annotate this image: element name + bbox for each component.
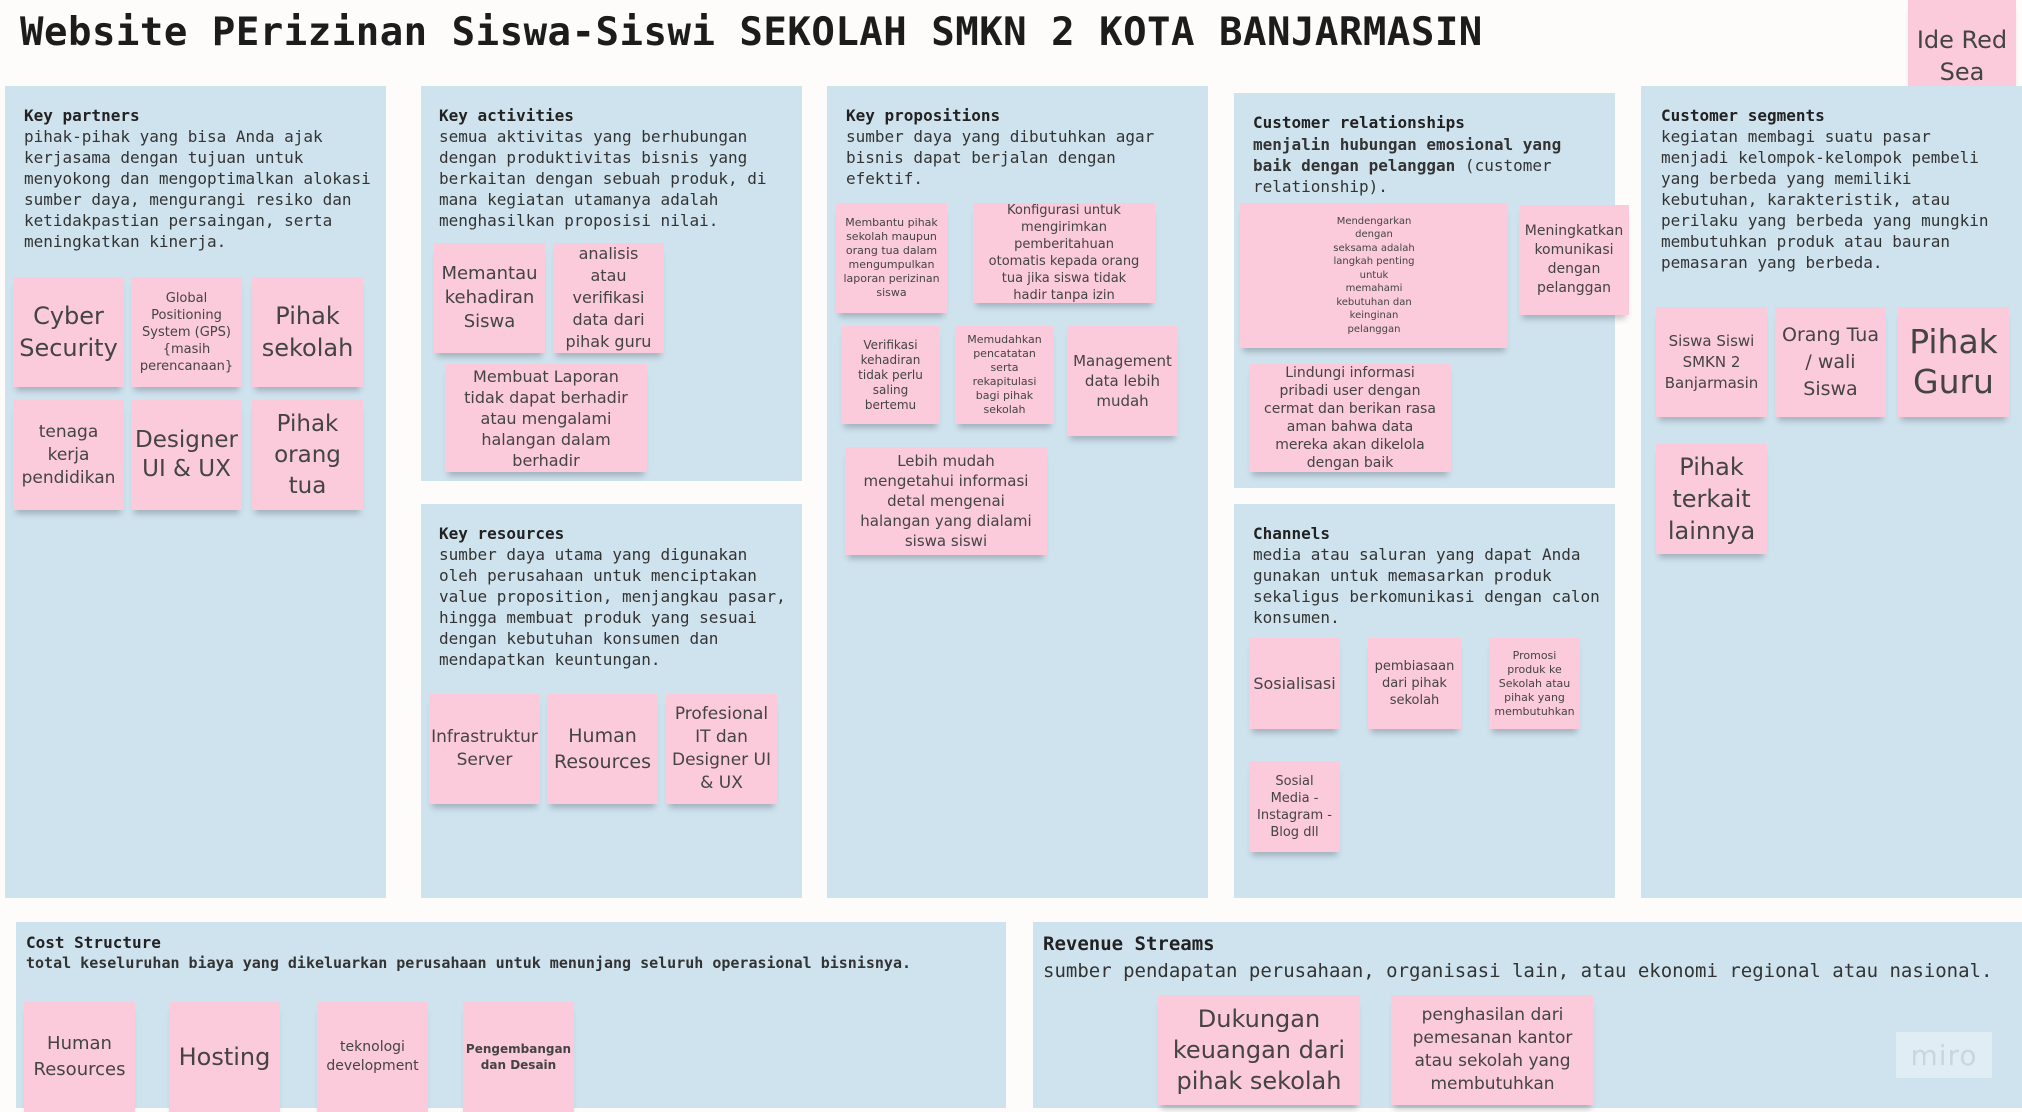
key-partners-title: Key partners bbox=[24, 106, 140, 125]
sticky-note[interactable]: Pihak Guru bbox=[1898, 307, 2009, 417]
sticky-note-text: Pihak Guru bbox=[1909, 322, 1998, 401]
sticky-note-text: Cyber Security bbox=[19, 302, 118, 362]
sticky-note-text: Membuat Laporan tidak dapat berhadir ata… bbox=[464, 366, 628, 470]
sticky-note[interactable]: Infrastruktur Server bbox=[429, 694, 540, 804]
sticky-note-text: Memudahkan pencatatan serta rekapitulasi… bbox=[967, 333, 1042, 416]
sticky-note-text: Mendengarkan dengan seksama adalah langk… bbox=[1333, 215, 1415, 335]
cost-structure-description: total keseluruhan biaya yang dikeluarkan… bbox=[26, 954, 912, 972]
key-resources-title: Key resources bbox=[439, 524, 565, 543]
sticky-note[interactable]: analisis atau verifikasi data dari pihak… bbox=[553, 243, 664, 353]
sticky-note-text: Dukungan keuangan dari pihak sekolah bbox=[1172, 1004, 1346, 1095]
sticky-note[interactable]: Global Positioning System (GPS) {masih p… bbox=[131, 277, 242, 387]
sticky-note[interactable]: Dukungan keuangan dari pihak sekolah bbox=[1158, 995, 1360, 1105]
sticky-note[interactable]: Human Resources bbox=[24, 1002, 135, 1112]
customer-segments-description: kegiatan membagi suatu pasar menjadi kel… bbox=[1661, 127, 1989, 272]
sticky-note-text: penghasilan dari pemesanan kantor atau s… bbox=[1412, 1005, 1573, 1094]
sticky-note-text: Pihak orang tua bbox=[274, 410, 341, 499]
sticky-note-text: Verifikasi kehadiran tidak perlu saling … bbox=[858, 337, 923, 412]
revenue-streams-title: Revenue Streams bbox=[1043, 933, 1215, 955]
sticky-note[interactable]: Pihak orang tua bbox=[252, 400, 363, 510]
sticky-note[interactable]: teknologi development bbox=[317, 1002, 428, 1112]
sticky-note-text: Lindungi informasi pribadi user dengan c… bbox=[1264, 365, 1436, 471]
sticky-note-text: Management data lebih mudah bbox=[1073, 352, 1172, 410]
customer-relationships-description: menjalin hubungan emosional yang baik de… bbox=[1253, 134, 1603, 197]
sticky-note-text: Siswa Siswi SMKN 2 Banjarmasin bbox=[1664, 331, 1759, 392]
sticky-note[interactable]: Sosialisasi bbox=[1249, 638, 1340, 729]
sticky-note[interactable]: Hosting bbox=[169, 1002, 280, 1112]
sticky-note-text: Lebih mudah mengetahui informasi detal m… bbox=[860, 452, 1032, 550]
sticky-note-text: pembiasaan dari pihak sekolah bbox=[1374, 659, 1455, 708]
sticky-note-text: Meningkatkan komunikasi dengan pelanggan bbox=[1524, 223, 1624, 296]
key-resources-description: sumber daya utama yang digunakan oleh pe… bbox=[439, 545, 786, 669]
sticky-note-text: analisis atau verifikasi data dari pihak… bbox=[565, 244, 652, 351]
sticky-note[interactable]: Pihak sekolah bbox=[252, 277, 363, 387]
sticky-note-text: Designer UI & UX bbox=[134, 427, 239, 482]
board-title: Website PErizinan Siswa-Siswi SEKOLAH SM… bbox=[20, 10, 1483, 55]
miro-logo: miro bbox=[1896, 1032, 1992, 1078]
cost-structure-title: Cost Structure bbox=[26, 933, 161, 952]
sticky-note[interactable]: Cyber Security bbox=[13, 277, 124, 387]
sticky-note[interactable]: Siswa Siswi SMKN 2 Banjarmasin bbox=[1656, 307, 1767, 417]
sticky-note[interactable]: Lindungi informasi pribadi user dengan c… bbox=[1249, 364, 1451, 472]
sticky-note[interactable]: Verifikasi kehadiran tidak perlu saling … bbox=[841, 326, 940, 424]
sticky-note-text: Hosting bbox=[178, 1043, 271, 1071]
sticky-note[interactable]: Mendengarkan dengan seksama adalah langk… bbox=[1240, 203, 1508, 348]
customer-relationships-description-rest: (customer relationship). bbox=[1253, 156, 1552, 196]
key-propositions-description: sumber daya yang dibutuhkan agar bisnis … bbox=[846, 127, 1155, 188]
key-partners-description: pihak-pihak yang bisa Anda ajak kerjasam… bbox=[24, 127, 371, 251]
sticky-note[interactable]: Memantau kehadiran Siswa bbox=[434, 243, 545, 353]
sticky-note[interactable]: Sosial Media - Instagram - Blog dll bbox=[1249, 761, 1340, 852]
sticky-note[interactable]: Lebih mudah mengetahui informasi detal m… bbox=[845, 447, 1047, 555]
sticky-note-text: Memantau kehadiran Siswa bbox=[441, 263, 538, 332]
sticky-note[interactable]: penghasilan dari pemesanan kantor atau s… bbox=[1391, 995, 1594, 1105]
sticky-note[interactable]: tenaga kerja pendidikan bbox=[13, 400, 124, 510]
sticky-note[interactable]: Promosi produk ke Sekolah atau pihak yan… bbox=[1489, 638, 1580, 729]
sticky-note-text: Pihak sekolah bbox=[261, 302, 354, 362]
sticky-note[interactable]: Pihak terkait lainnya bbox=[1656, 444, 1767, 554]
sticky-note-text: Konfigurasi untuk mengirimkan pemberitah… bbox=[988, 203, 1140, 303]
sticky-note[interactable]: Management data lebih mudah bbox=[1067, 326, 1178, 436]
sticky-note-text: Infrastruktur Server bbox=[431, 727, 538, 770]
revenue-streams-description: sumber pendapatan perusahaan, organisasi… bbox=[1043, 960, 1993, 982]
sticky-note[interactable]: Konfigurasi untuk mengirimkan pemberitah… bbox=[973, 203, 1155, 303]
sticky-note[interactable]: Pengembangan dan Desain bbox=[463, 1002, 574, 1112]
sticky-note-text: Orang Tua / wali Siswa bbox=[1782, 323, 1879, 400]
channels-title: Channels bbox=[1253, 524, 1331, 543]
sticky-note-text: Promosi produk ke Sekolah atau pihak yan… bbox=[1494, 648, 1575, 718]
corner-note-text: Ide Red Sea bbox=[1916, 26, 2008, 86]
sticky-note-text: Sosial Media - Instagram - Blog dll bbox=[1257, 773, 1332, 840]
sticky-note-text: tenaga kerja pendidikan bbox=[21, 421, 116, 488]
sticky-note[interactable]: Orang Tua / wali Siswa bbox=[1775, 307, 1886, 417]
key-propositions-title: Key propositions bbox=[846, 106, 1001, 125]
customer-segments-title: Customer segments bbox=[1661, 106, 1825, 125]
sticky-note[interactable]: Profesional IT dan Designer UI & UX bbox=[666, 694, 777, 804]
sticky-note[interactable]: Meningkatkan komunikasi dengan pelanggan bbox=[1519, 205, 1629, 315]
sticky-note-text: Pengembangan dan Desain bbox=[465, 1042, 572, 1072]
key-activities-title: Key activities bbox=[439, 106, 574, 125]
sticky-note[interactable]: Membuat Laporan tidak dapat berhadir ata… bbox=[445, 364, 647, 472]
sticky-note-text: Membantu pihak sekolah maupun orang tua … bbox=[843, 216, 940, 299]
sticky-note-text: Sosialisasi bbox=[1253, 674, 1336, 693]
key-activities-description: semua aktivitas yang berhubungan dengan … bbox=[439, 127, 767, 230]
sticky-note[interactable]: pembiasaan dari pihak sekolah bbox=[1368, 638, 1461, 729]
sticky-note-text: teknologi development bbox=[326, 1039, 419, 1074]
channels-description: media atau saluran yang dapat Anda gunak… bbox=[1253, 545, 1600, 627]
sticky-note[interactable]: Memudahkan pencatatan serta rekapitulasi… bbox=[955, 326, 1054, 424]
sticky-note-text: Pihak terkait lainnya bbox=[1667, 453, 1756, 545]
sticky-note-text: Human Resources bbox=[553, 725, 652, 773]
sticky-note[interactable]: Human Resources bbox=[547, 694, 658, 804]
sticky-note-text: Profesional IT dan Designer UI & UX bbox=[672, 704, 772, 793]
customer-relationships-title: Customer relationships bbox=[1253, 113, 1465, 132]
sticky-note-text: Global Positioning System (GPS) {masih p… bbox=[139, 290, 234, 374]
sticky-note-text: Human Resources bbox=[33, 1033, 126, 1080]
sticky-note[interactable]: Membantu pihak sekolah maupun orang tua … bbox=[836, 203, 947, 313]
customer-relationships-description-bold: menjalin hubungan emosional yang baik de… bbox=[1253, 135, 1562, 175]
sticky-note[interactable]: Designer UI & UX bbox=[131, 400, 242, 510]
